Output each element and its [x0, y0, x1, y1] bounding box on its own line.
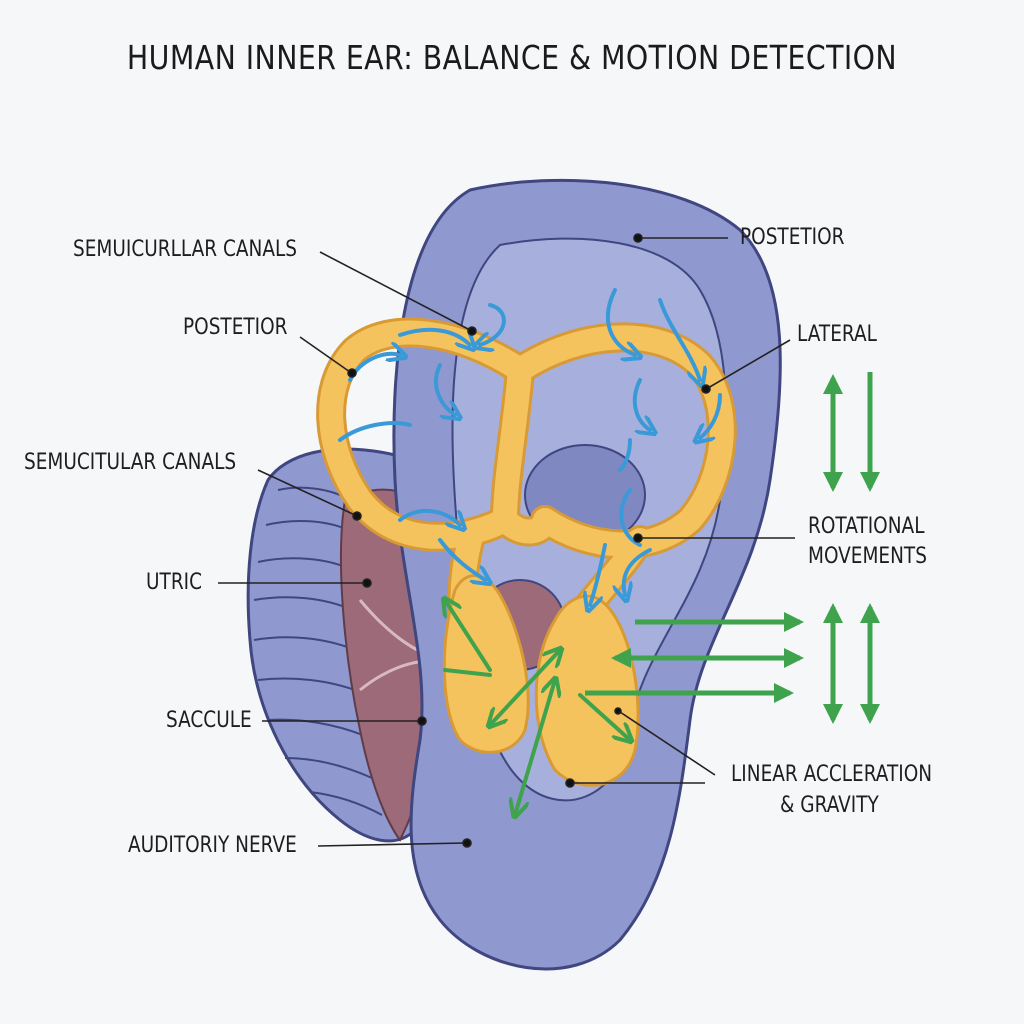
label-semicircular-canals-top: SEMUICURLLAR CANALS: [73, 237, 298, 262]
fluid-flow-arrows: [338, 288, 722, 605]
label-auditory-nerve: AUDITORIY NERVE: [128, 833, 297, 858]
label-saccule: SACCULE: [166, 708, 252, 733]
label-linear-line1: LINEAR ACCLERATION: [731, 762, 933, 787]
motion-direction-arrows: [585, 372, 880, 724]
label-posterior-left: POSTETIOR: [183, 315, 288, 340]
label-rotational-line2: MOVEMENTS: [808, 544, 927, 569]
linear-motion-arrows: [445, 600, 630, 815]
label-rotational-line1: ROTATIONAL: [808, 514, 925, 539]
label-linear-line2: & GRAVITY: [780, 793, 879, 818]
leader-lines: [218, 233, 795, 848]
label-lateral: LATERAL: [797, 322, 877, 347]
diagram-title: HUMAN INNER EAR: BALANCE & MOTION DETECT…: [126, 38, 898, 77]
label-posterior-right: POSTETIOR: [740, 225, 845, 250]
label-utricle: UTRIC: [146, 570, 203, 595]
label-semicircular-canals-mid: SEMUCITULAR CANALS: [24, 450, 237, 475]
